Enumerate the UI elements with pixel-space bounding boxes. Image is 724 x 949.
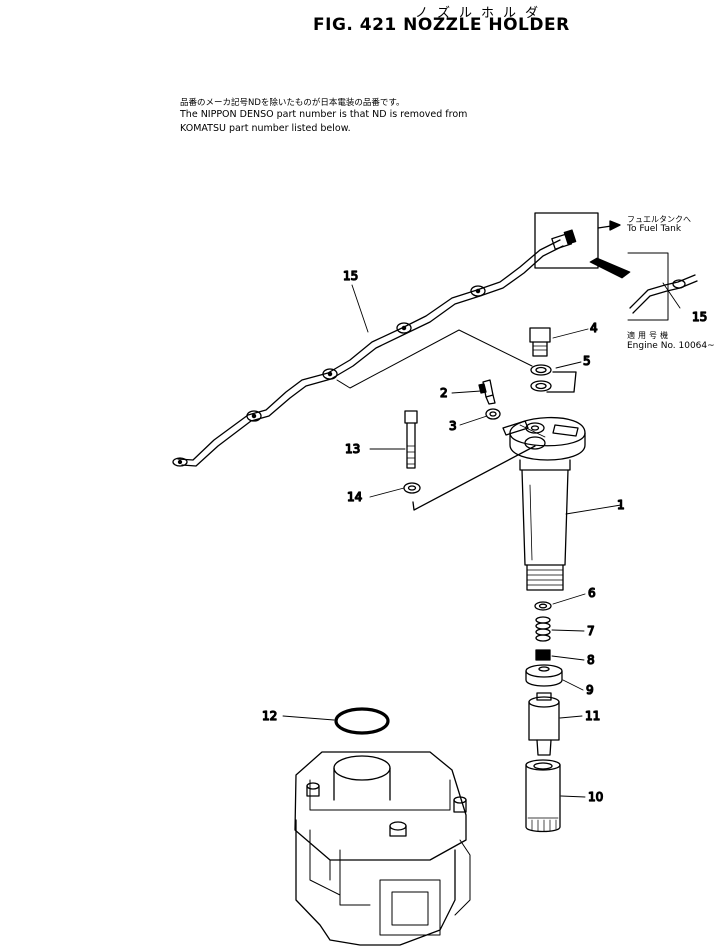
seat-8 bbox=[535, 649, 551, 661]
fuel-tank-label: To Fuel Tank bbox=[627, 224, 682, 234]
callout-14: 14 bbox=[347, 490, 362, 504]
fuel-tank-label-jp: フュエルタンクへ bbox=[627, 215, 691, 224]
distance-piece-9 bbox=[525, 664, 563, 687]
note-japanese: 品番のメーカ記号NDを除いたものが日本電装の品番です。 bbox=[180, 98, 405, 108]
applicable-label-jp: 適用号機 bbox=[627, 331, 671, 340]
callout-11: 11 bbox=[585, 709, 600, 723]
callout-10: 10 bbox=[588, 790, 603, 804]
note-english-line-2: KOMATSU part number listed below. bbox=[180, 123, 351, 134]
leader-lines bbox=[282, 282, 681, 798]
figure-title: FIG. 421 NOZZLE HOLDER bbox=[313, 15, 570, 35]
callout-15: 15 bbox=[343, 269, 358, 283]
engine-number-label: Engine No. 10064~ bbox=[627, 341, 715, 351]
washer-5-upper bbox=[530, 364, 552, 376]
callout-12: 12 bbox=[262, 709, 277, 723]
callout-13: 13 bbox=[345, 442, 360, 456]
callout-7: 7 bbox=[587, 624, 595, 638]
washer-3 bbox=[485, 408, 501, 420]
nozzle-11 bbox=[528, 692, 560, 756]
fitting-2 bbox=[478, 379, 496, 405]
callout-4: 4 bbox=[590, 321, 598, 335]
bolt-13 bbox=[404, 410, 418, 469]
retaining-nut-10 bbox=[525, 759, 561, 833]
washer-6 bbox=[534, 601, 552, 611]
spring-7 bbox=[535, 616, 551, 642]
cylinder-head bbox=[294, 751, 471, 946]
note-english-line-1: The NIPPON DENSO part number is that ND … bbox=[180, 109, 468, 120]
callout-2: 2 bbox=[440, 386, 448, 400]
bolt-4 bbox=[529, 327, 551, 357]
o-ring-12 bbox=[334, 707, 390, 735]
callout-8: 8 bbox=[587, 653, 595, 667]
inset-box bbox=[534, 212, 698, 321]
callout-5: 5 bbox=[583, 354, 591, 368]
title-japanese: ノズルホルダ bbox=[415, 6, 548, 21]
fuel-pipe bbox=[172, 229, 577, 467]
callout-15-inset: 15 bbox=[692, 310, 707, 324]
callout-6: 6 bbox=[588, 586, 596, 600]
washer-5-lower bbox=[530, 380, 552, 392]
washer-14 bbox=[403, 482, 421, 494]
callout-1: 1 bbox=[617, 498, 625, 512]
nozzle-holder-body bbox=[502, 416, 586, 591]
callout-3: 3 bbox=[449, 419, 457, 433]
callout-9: 9 bbox=[586, 683, 594, 697]
